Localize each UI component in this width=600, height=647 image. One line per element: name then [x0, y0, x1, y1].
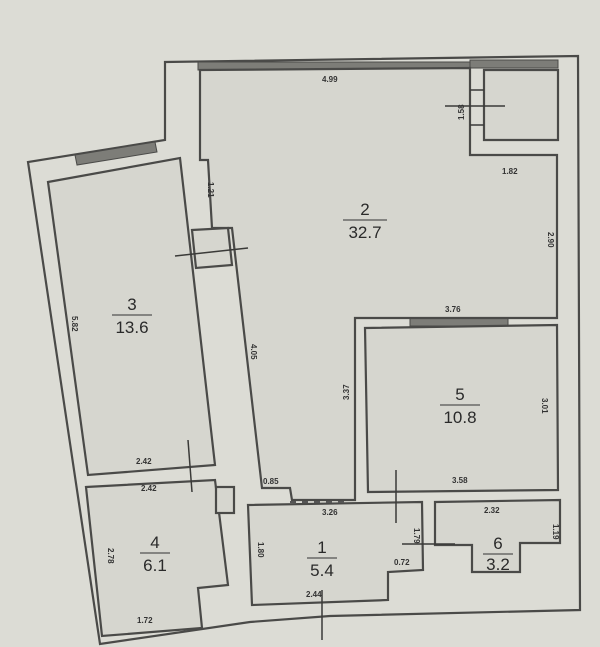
room-label-5: 5 10.8	[440, 385, 480, 427]
room-label-1: 1 5.4	[307, 538, 337, 580]
window-closet	[469, 59, 559, 69]
svg-text:3.2: 3.2	[486, 555, 510, 574]
dim-room4-left: 2.78	[106, 548, 115, 564]
svg-text:32.7: 32.7	[348, 223, 381, 242]
niche	[214, 485, 236, 515]
svg-text:6.1: 6.1	[143, 556, 167, 575]
dim-room2-top: 4.99	[322, 75, 338, 84]
room-label-3: 3 13.6	[112, 295, 152, 337]
dim-room2-step: 1.82	[502, 167, 518, 176]
svg-text:3: 3	[127, 295, 136, 314]
dim-closet-side: 1.58	[457, 104, 466, 120]
dim-room3-bottom: 2.42	[136, 457, 152, 466]
svg-text:4: 4	[150, 533, 159, 552]
svg-text:10.8: 10.8	[443, 408, 476, 427]
window-room5	[409, 317, 509, 327]
dim-room1-door: 1.79	[412, 528, 421, 544]
dim-room5-right: 3.01	[540, 398, 549, 414]
dim-corridor-side: 4.05	[249, 344, 258, 360]
dim-room5-left: 3.37	[342, 384, 351, 400]
dim-room1-left: 1.80	[256, 542, 265, 558]
dim-room4-top: 2.42	[141, 484, 157, 493]
svg-text:5: 5	[455, 385, 464, 404]
dim-room3-left: 5.82	[70, 316, 79, 332]
dim-room1-bottom: 2.44	[306, 590, 322, 599]
door-room3[interactable]	[190, 226, 234, 270]
dim-room2-bottom: 3.76	[445, 305, 461, 314]
dim-room2-right: 2.90	[546, 232, 555, 248]
svg-text:2: 2	[360, 200, 369, 219]
dim-room4-bottom: 1.72	[137, 616, 153, 625]
room-4	[84, 478, 230, 638]
dim-room1-top: 3.26	[322, 508, 338, 517]
dim-corridor-bottom: 0.85	[263, 477, 279, 486]
dim-room2-left-short: 1.21	[206, 182, 215, 198]
door-room4[interactable]	[187, 439, 193, 493]
svg-text:13.6: 13.6	[115, 318, 148, 337]
room-2	[198, 66, 559, 502]
room-label-4: 4 6.1	[140, 533, 170, 575]
dim-room1-step: 0.72	[394, 558, 410, 567]
svg-text:1: 1	[317, 538, 326, 557]
room-1	[246, 500, 425, 607]
room-5	[363, 323, 560, 494]
closet	[482, 68, 560, 142]
room-6	[433, 498, 562, 574]
dim-room6-top: 2.32	[484, 506, 500, 515]
svg-text:6: 6	[493, 534, 502, 553]
room-3	[46, 156, 217, 477]
dim-room6-right: 1.19	[551, 524, 560, 540]
window-room3	[74, 141, 158, 166]
dim-room5-bottom: 3.58	[452, 476, 468, 485]
svg-text:5.4: 5.4	[310, 561, 334, 580]
room-label-2: 2 32.7	[343, 200, 387, 242]
room-label-6: 6 3.2	[483, 534, 513, 574]
